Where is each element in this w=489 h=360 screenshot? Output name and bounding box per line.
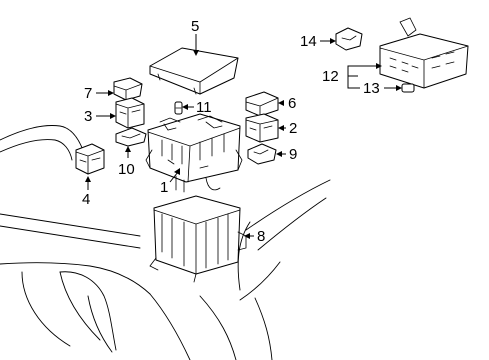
arrow-1 xyxy=(174,168,180,175)
part-9-relay-clip xyxy=(247,143,277,165)
part-1-junction-block xyxy=(145,113,243,193)
callout-8: 8 xyxy=(257,228,265,245)
arrow-5 xyxy=(193,50,199,56)
vehicle-body-outline xyxy=(0,125,331,360)
leader-lines xyxy=(85,34,402,239)
part-4-fender-relay xyxy=(75,143,105,175)
callout-labels: 5 7 3 11 6 2 9 10 1 4 8 14 12 13 xyxy=(82,18,380,245)
arrow-14 xyxy=(330,38,336,44)
arrow-6 xyxy=(278,100,284,106)
callout-12: 12 xyxy=(322,68,339,85)
part-12-fuse-block xyxy=(379,17,469,89)
part-3-relay xyxy=(115,97,145,129)
part-14-connector xyxy=(335,27,363,51)
callout-11: 11 xyxy=(196,99,212,116)
part-7-relay-cover xyxy=(113,77,143,101)
arrow-3 xyxy=(110,113,116,119)
callout-14: 14 xyxy=(300,33,317,50)
leader-12-top xyxy=(347,65,378,77)
arrow-7 xyxy=(108,90,114,96)
callout-13: 13 xyxy=(363,80,380,97)
part-5-fuse-box-cover xyxy=(149,47,239,95)
callout-6: 6 xyxy=(288,95,296,112)
arrow-8 xyxy=(244,233,250,239)
callout-10: 10 xyxy=(118,161,135,178)
arrow-11 xyxy=(182,104,188,110)
callout-1: 1 xyxy=(160,179,168,196)
part-13-fuse xyxy=(401,83,415,93)
callout-5: 5 xyxy=(191,18,199,35)
callout-9: 9 xyxy=(289,146,297,163)
part-8-lower-case xyxy=(149,195,247,283)
callout-7: 7 xyxy=(84,85,92,102)
arrow-9 xyxy=(276,151,282,157)
arrow-4 xyxy=(85,176,91,182)
part-10-relay-clip xyxy=(115,127,147,147)
leader-12-bottom xyxy=(347,76,360,89)
arrow-10 xyxy=(125,146,131,152)
part-6-relay-cover xyxy=(245,91,279,117)
arrow-13 xyxy=(396,85,402,91)
part-11-fuse-pin xyxy=(174,101,183,115)
callout-2: 2 xyxy=(289,120,297,137)
callout-4: 4 xyxy=(82,191,90,208)
arrow-2 xyxy=(278,125,284,131)
callout-3: 3 xyxy=(84,108,92,125)
arrow-12 xyxy=(376,63,382,69)
leader-1 xyxy=(169,171,179,183)
part-2-relay xyxy=(245,113,279,143)
